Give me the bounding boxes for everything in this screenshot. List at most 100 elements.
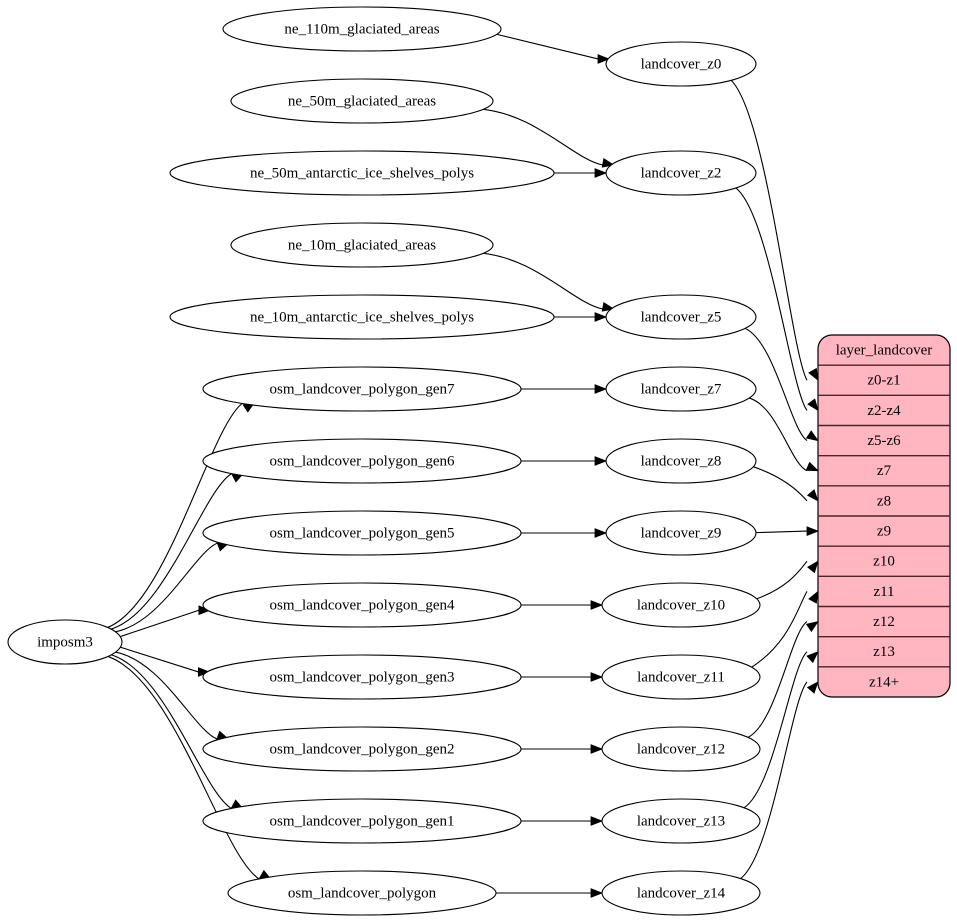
table-row-row-z9[interactable]: z9 — [818, 515, 950, 540]
arrowhead-landcover_z11-to-row-z11 — [808, 590, 819, 604]
table-row-label: z7 — [877, 463, 892, 479]
edge-landcover_z8-to-row-z8 — [752, 465, 808, 502]
layer-landcover-table[interactable]: layer_landcover z0-z1 z2-z4 z5-z6 z7 z8 z9 z10 z… — [817, 334, 951, 698]
node-landcover_z14[interactable]: landcover_z14 — [601, 870, 761, 916]
edge-imposm3-to-osm_landcover_polygon — [103, 654, 261, 881]
arrowhead-landcover_z12-to-row-z12 — [805, 620, 819, 633]
table-row-row-z7[interactable]: z7 — [818, 454, 950, 480]
arrowhead-osm_landcover_polygon_gen5-to-landcover_z9 — [594, 528, 608, 538]
arrowhead-osm_landcover_polygon_gen6-to-landcover_z8 — [594, 456, 608, 466]
edge-imposm3-to-osm_landcover_polygon_gen5 — [112, 542, 219, 633]
node-label: landcover_z11 — [637, 669, 725, 685]
table-row-row-z5-z6[interactable]: z5-z6 — [818, 424, 950, 450]
table-row-row-z2-z4[interactable]: z2-z4 — [818, 394, 950, 419]
node-label: landcover_z0 — [641, 56, 722, 72]
edge-imposm3-to-osm_landcover_polygon_gen4 — [119, 609, 200, 638]
node-label: landcover_z2 — [641, 165, 722, 181]
arrowhead-landcover_z7-to-row-z7 — [805, 461, 820, 472]
edge-imposm3-to-osm_landcover_polygon_gen1 — [107, 653, 233, 810]
arrowhead-landcover_z0-to-row-z0-z1 — [808, 367, 819, 382]
arrowhead-ne_10m_antarctic_ice_shelves_polys-to-landcover_z5 — [594, 312, 608, 322]
node-landcover_z13[interactable]: landcover_z13 — [601, 798, 761, 844]
table-row-row-z8[interactable]: z8 — [818, 485, 950, 510]
arrowhead-landcover_z8-to-row-z8 — [806, 489, 819, 502]
arrowhead-osm_landcover_polygon-to-landcover_z14 — [590, 888, 604, 898]
node-osm_landcover_polygon_gen5[interactable]: osm_landcover_polygon_gen5 — [202, 510, 522, 556]
node-ne_50m_glaciated_areas[interactable]: ne_50m_glaciated_areas — [230, 78, 494, 124]
node-landcover_z9[interactable]: landcover_z9 — [605, 510, 757, 556]
table-row-label: z2-z4 — [867, 403, 901, 419]
node-osm_landcover_polygon_gen4[interactable]: osm_landcover_polygon_gen4 — [202, 582, 522, 628]
node-label: osm_landcover_polygon_gen7 — [270, 381, 455, 397]
edge-landcover_z9-to-row-z9 — [755, 530, 808, 534]
node-landcover_z8[interactable]: landcover_z8 — [605, 438, 757, 484]
node-label: landcover_z9 — [641, 525, 722, 541]
node-landcover_z11[interactable]: landcover_z11 — [601, 654, 761, 700]
node-osm_landcover_polygon_gen2[interactable]: osm_landcover_polygon_gen2 — [202, 726, 522, 772]
table-row-row-z12[interactable]: z12 — [818, 605, 950, 631]
node-ne_10m_glaciated_areas[interactable]: ne_10m_glaciated_areas — [230, 222, 494, 268]
node-label: ne_110m_glaciated_areas — [284, 21, 439, 37]
arrowhead-landcover_z13-to-row-z13 — [806, 651, 819, 664]
edge-landcover_z2-to-row-z2-z4 — [732, 185, 808, 411]
arrowhead-ne_50m_antarctic_ice_shelves_polys-to-landcover_z2 — [594, 168, 608, 178]
edge-landcover_z12-to-row-z12 — [744, 621, 808, 740]
table-row-label: z8 — [877, 493, 891, 509]
table-row-label: z11 — [873, 584, 894, 600]
node-osm_landcover_polygon[interactable]: osm_landcover_polygon — [227, 870, 497, 916]
node-label: landcover_z5 — [641, 309, 722, 325]
node-label: osm_landcover_polygon_gen5 — [270, 525, 455, 541]
node-landcover_z2[interactable]: landcover_z2 — [605, 150, 757, 196]
node-label: imposm3 — [37, 634, 93, 650]
node-ne_10m_antarctic_ice_shelves_polys[interactable]: ne_10m_antarctic_ice_shelves_polys — [169, 294, 555, 340]
node-label: osm_landcover_polygon — [288, 885, 437, 901]
table-row-row-z10[interactable]: z10 — [818, 545, 950, 570]
table-row-label: z10 — [873, 554, 895, 570]
edge-imposm3-to-osm_landcover_polygon_gen3 — [119, 646, 199, 673]
node-osm_landcover_polygon_gen7[interactable]: osm_landcover_polygon_gen7 — [202, 366, 522, 412]
node-label: ne_10m_glaciated_areas — [288, 237, 436, 253]
node-label: ne_10m_antarctic_ice_shelves_polys — [250, 309, 474, 325]
node-ne_50m_antarctic_ice_shelves_polys[interactable]: ne_50m_antarctic_ice_shelves_polys — [169, 150, 555, 196]
node-landcover_z10[interactable]: landcover_z10 — [601, 582, 761, 628]
edge-ne_110m_glaciated_areas-to-landcover_z0 — [495, 33, 599, 60]
node-label: osm_landcover_polygon_gen4 — [270, 597, 455, 613]
node-osm_landcover_polygon_gen6[interactable]: osm_landcover_polygon_gen6 — [202, 438, 522, 484]
node-label: osm_landcover_polygon_gen2 — [270, 741, 455, 757]
table-row-label: z5-z6 — [867, 433, 901, 449]
arrowhead-landcover_z14-to-row-z14plus — [806, 681, 819, 694]
node-ne_110m_glaciated_areas[interactable]: ne_110m_glaciated_areas — [222, 6, 502, 52]
node-landcover_z12[interactable]: landcover_z12 — [601, 726, 761, 772]
edge-landcover_z0-to-row-z0-z1 — [727, 77, 808, 381]
table-row-row-z0-z1[interactable]: z0-z1 — [818, 364, 950, 389]
edge-ne_50m_glaciated_areas-to-landcover_z2 — [479, 108, 603, 166]
edge-landcover_z5-to-row-z5-z6 — [742, 326, 808, 442]
table-header-label: layer_landcover — [836, 343, 933, 359]
edge-landcover_z7-to-row-z7 — [746, 396, 808, 472]
node-landcover_z5[interactable]: landcover_z5 — [605, 294, 757, 340]
node-imposm3[interactable]: imposm3 — [7, 619, 123, 665]
node-landcover_z0[interactable]: landcover_z0 — [605, 41, 757, 87]
table-row-row-z11[interactable]: z11 — [818, 575, 950, 600]
node-label: landcover_z12 — [637, 741, 725, 757]
node-label: landcover_z14 — [637, 885, 726, 901]
arrowhead-landcover_z2-to-row-z2-z4 — [807, 398, 819, 412]
node-label: landcover_z7 — [641, 381, 722, 397]
edge-imposm3-to-osm_landcover_polygon_gen2 — [112, 651, 218, 740]
table-row-label: z9 — [877, 524, 891, 540]
node-landcover_z7[interactable]: landcover_z7 — [605, 366, 757, 412]
arrowhead-landcover_z9-to-row-z9 — [806, 526, 820, 536]
node-osm_landcover_polygon_gen3[interactable]: osm_landcover_polygon_gen3 — [202, 654, 522, 700]
table-row-row-z14plus[interactable]: z14+ — [818, 666, 950, 691]
table-row-row-z13[interactable]: z13 — [818, 635, 950, 661]
node-osm_landcover_polygon_gen1[interactable]: osm_landcover_polygon_gen1 — [202, 798, 522, 844]
node-label: osm_landcover_polygon_gen1 — [270, 813, 455, 829]
arrowhead-landcover_z10-to-row-z10 — [807, 560, 819, 574]
table-row-label: z12 — [873, 614, 895, 630]
edge-landcover_z13-to-row-z13 — [740, 651, 808, 810]
arrowhead-osm_landcover_polygon_gen7-to-landcover_z7 — [594, 384, 608, 394]
arrowhead-osm_landcover_polygon_gen3-to-landcover_z11 — [590, 672, 604, 682]
table-row-label: z0-z1 — [867, 373, 900, 389]
